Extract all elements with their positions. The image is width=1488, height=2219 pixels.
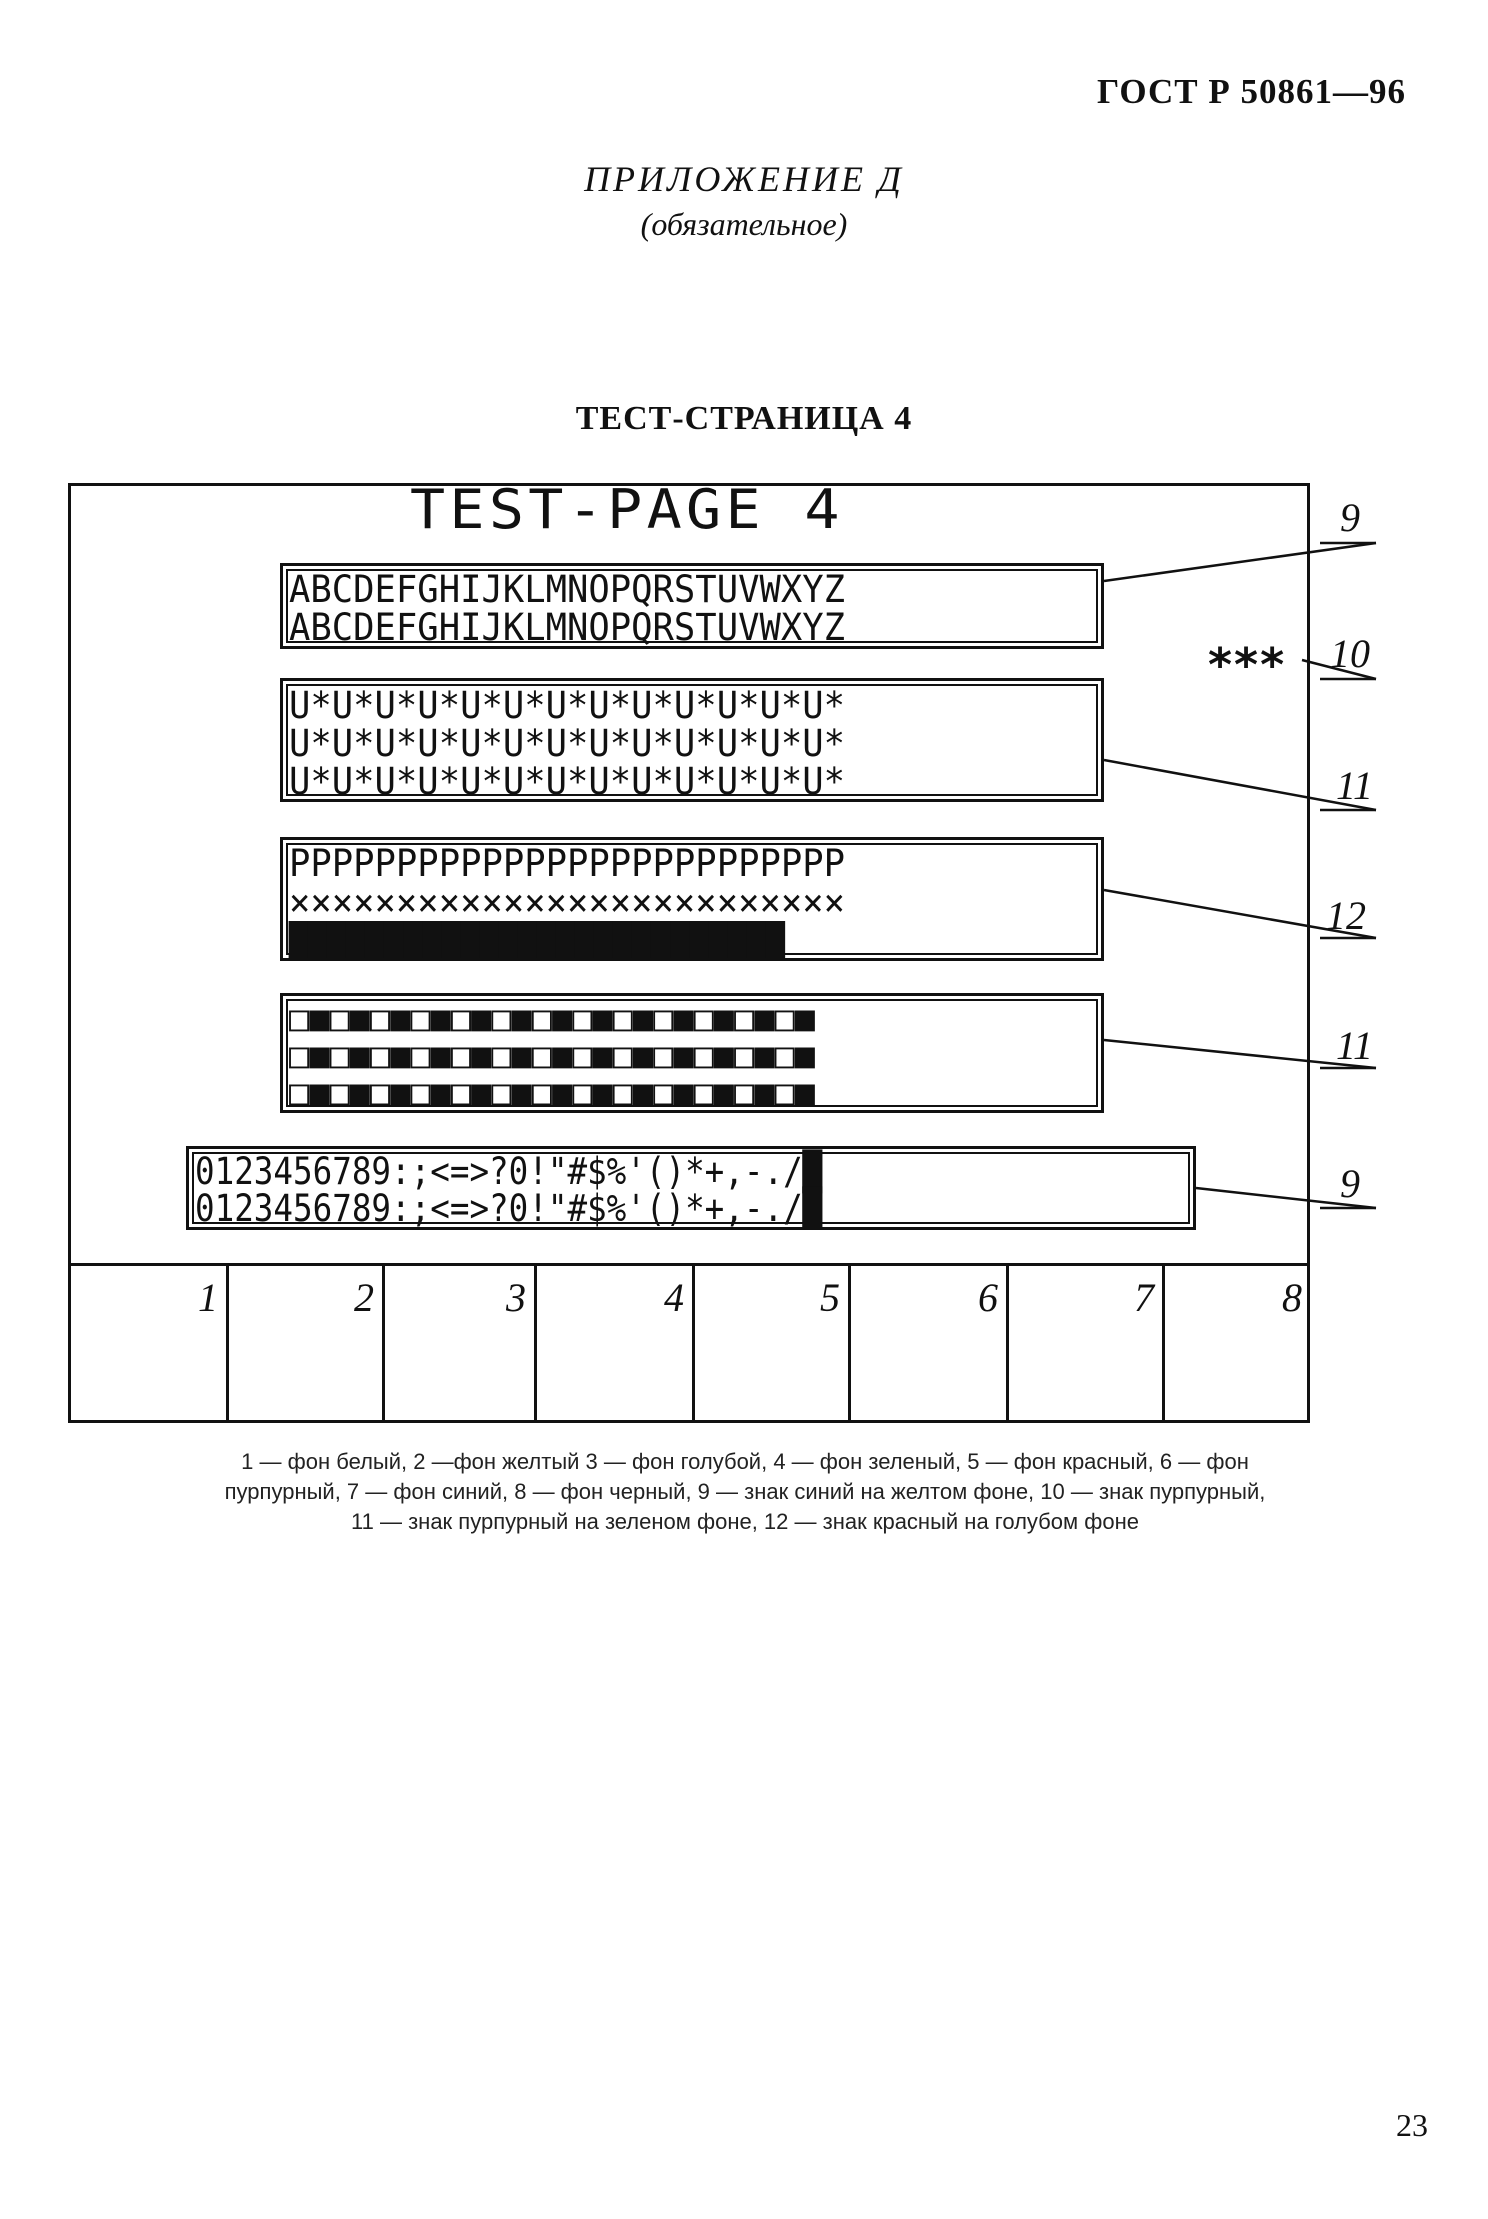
u-star-line-3: U*U*U*U*U*U*U*U*U*U*U*U*U* [289, 760, 846, 802]
block-pattern-box: □■□■□■□■□■□■□■□■□■□■□■□■□■ □■□■□■□■□■□■□… [280, 993, 1104, 1113]
color-cell-row: 1 2 3 4 5 6 7 8 [68, 1263, 1310, 1423]
page-heading: ТЕСТ-СТРАНИЦА 4 [575, 400, 913, 437]
cell-number-8: 8 [1282, 1275, 1302, 1320]
callout-number-11-bottom: 11 [1336, 1023, 1374, 1068]
test-screen-frame [68, 483, 1310, 1423]
callout-line-9-top [1103, 541, 1377, 583]
color-cell-7: 7 [1006, 1266, 1162, 1423]
u-star-box-inner [286, 684, 1098, 796]
pattern-box-inner [286, 843, 1098, 955]
appendix-title: ПРИЛОЖЕНИЕ Д [584, 159, 904, 199]
callout-number-9-bottom: 9 [1340, 1161, 1360, 1206]
screen-title: TEST-PAGE 4 [410, 478, 844, 541]
cell-number-3: 3 [506, 1275, 526, 1320]
block-line-3: □■□■□■□■□■□■□■□■□■□■□■□■□■ [289, 1073, 815, 1113]
callout-line-10 [1301, 658, 1377, 681]
caption-line-3: 11 — знак пурпурный на зеленом фоне, 12 … [351, 1509, 1139, 1534]
u-star-line-1: U*U*U*U*U*U*U*U*U*U*U*U*U* [289, 684, 846, 727]
pattern-box: PPPPPPPPPPPPPPPPPPPPPPPPPP ×××××××××××××… [280, 837, 1104, 961]
pattern-line-p: PPPPPPPPPPPPPPPPPPPPPPPPPP [289, 842, 846, 885]
pattern-line-x: ×××××××××××××××××××××××××× [289, 881, 846, 924]
callout-number-9-top: 9 [1340, 495, 1360, 540]
alphabet-line-1: ABCDEFGHIJKLMNOPQRSTUVWXYZ [289, 568, 846, 611]
digits-box-inner [192, 1152, 1190, 1224]
callout-number-11-top: 11 [1336, 763, 1374, 808]
page-number: 23 [1396, 2107, 1428, 2143]
callout-number-12: 12 [1326, 893, 1366, 938]
color-cell-5: 5 [692, 1266, 848, 1423]
callout-line-9-bottom [1195, 1186, 1377, 1210]
alphabet-line-2: ABCDEFGHIJKLMNOPQRSTUVWXYZ [289, 606, 846, 649]
digits-box: 0123456789:;<=>?0!"#$%'()*+,-./█ 0123456… [186, 1146, 1196, 1230]
block-pattern-box-inner [286, 999, 1098, 1107]
caption-line-1: 1 — фон белый, 2 —фон желтый 3 — фон гол… [241, 1449, 1249, 1474]
digits-line-1: 0123456789:;<=>?0!"#$%'()*+,-./█ [195, 1150, 823, 1193]
callout-number-10: 10 [1330, 631, 1370, 676]
caption-line-2: пурпурный, 7 — фон синий, 8 — фон черный… [224, 1479, 1266, 1504]
cell-number-1: 1 [198, 1275, 218, 1320]
block-line-2: □■□■□■□■□■□■□■□■□■□■□■□■□■ [289, 1036, 815, 1076]
color-cell-1: 1 [68, 1266, 226, 1423]
color-cell-2: 2 [226, 1266, 382, 1423]
cell-number-7: 7 [1134, 1275, 1154, 1320]
block-line-1: □■□■□■□■□■□■□■□■□■□■□■□■□■ [289, 999, 815, 1039]
cell-number-5: 5 [820, 1275, 840, 1320]
cell-number-6: 6 [978, 1275, 998, 1320]
stars-mark: *** [1208, 638, 1287, 692]
u-star-line-2: U*U*U*U*U*U*U*U*U*U*U*U*U* [289, 722, 846, 765]
color-cell-3: 3 [382, 1266, 534, 1423]
figure-caption: 1 — фон белый, 2 —фон желтый 3 — фон гол… [90, 1447, 1400, 1537]
callout-line-11-top [1103, 758, 1377, 812]
callout-line-11-bottom [1103, 1038, 1377, 1070]
color-cell-8: 8 [1162, 1266, 1310, 1423]
callout-line-12 [1103, 888, 1377, 940]
cell-number-4: 4 [664, 1275, 684, 1320]
color-cell-6: 6 [848, 1266, 1006, 1423]
color-cell-4: 4 [534, 1266, 692, 1423]
u-star-box: U*U*U*U*U*U*U*U*U*U*U*U*U* U*U*U*U*U*U*U… [280, 678, 1104, 802]
standard-code: ГОСТ Р 50861—96 [1096, 72, 1406, 111]
appendix-subtitle: (обязательное) [640, 206, 848, 242]
digits-line-2: 0123456789:;<=>?0!"#$%'()*+,-./█ [195, 1187, 823, 1230]
alphabet-box-inner [286, 569, 1098, 643]
alphabet-box: ABCDEFGHIJKLMNOPQRSTUVWXYZ ABCDEFGHIJKLM… [280, 563, 1104, 649]
cell-number-2: 2 [354, 1275, 374, 1320]
pattern-line-blocks: ██████████████████████████ [289, 921, 785, 960]
